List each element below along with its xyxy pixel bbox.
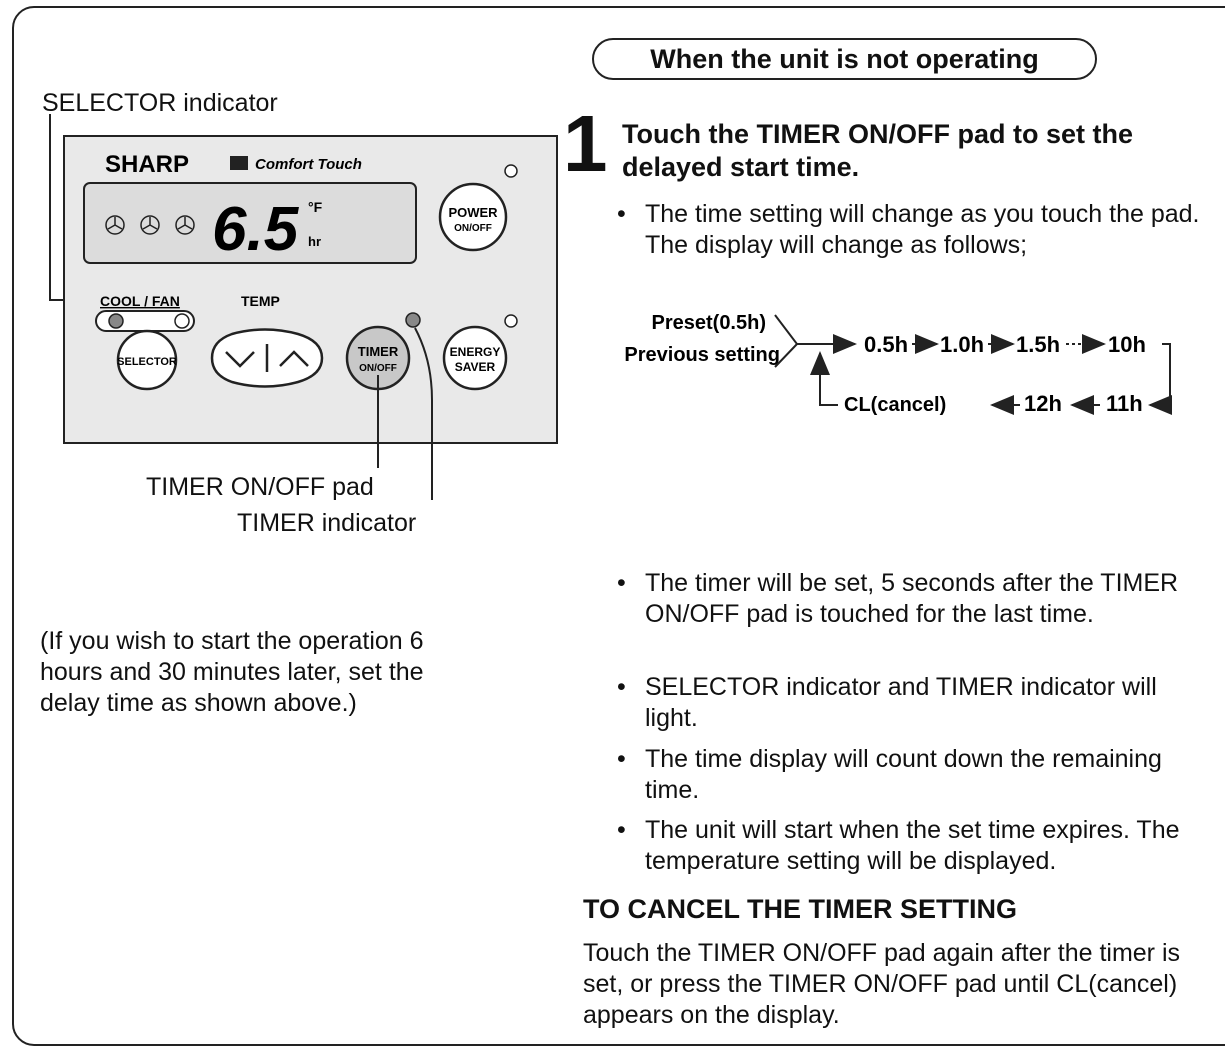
bullet-text: The timer will be set, 5 seconds after t… <box>645 569 1179 628</box>
bullet-unit-start: • The unit will start when the set time … <box>617 815 1215 877</box>
temp-down-icon <box>225 351 255 368</box>
unit-f: °F <box>308 199 323 215</box>
bullet-text: SELECTOR indicator and TIMER indicator w… <box>645 673 1157 732</box>
power-indicator <box>504 164 518 178</box>
flow-11h: 11h <box>1106 391 1143 416</box>
lcd-display <box>83 182 417 264</box>
example-note: (If you wish to start the operation 6 ho… <box>40 627 424 717</box>
timer-pad-label: TIMER ON/OFF pad <box>146 473 374 501</box>
lcd-value: 6.5 <box>212 195 300 264</box>
timer-indicator-label: TIMER indicator <box>237 509 417 537</box>
bullet-timer-set: • The timer will be set, 5 seconds after… <box>617 568 1215 630</box>
cool-fan-label: COOL / FAN <box>100 293 180 309</box>
temp-label: TEMP <box>241 293 280 309</box>
bullet-text: The time setting will change as you touc… <box>645 200 1200 259</box>
flow-10h: 10h <box>1108 332 1146 357</box>
step-number: 1 <box>563 99 608 188</box>
energy-label: ENERGY <box>450 345 501 359</box>
power-button <box>438 182 508 252</box>
flow-1-0h: 1.0h <box>940 332 984 357</box>
timer-indicator <box>405 312 421 328</box>
fan-indicator <box>174 313 190 329</box>
timer-label: TIMER <box>358 344 399 359</box>
bullet-indicators-light: • SELECTOR indicator and TIMER indicator… <box>617 672 1215 734</box>
fan-icon <box>105 215 195 235</box>
energy-indicator <box>504 314 518 328</box>
cool-indicator <box>108 313 124 329</box>
comfort-touch-text: Comfort Touch <box>255 156 362 173</box>
bullet-time-setting: • The time setting will change as you to… <box>617 199 1215 261</box>
flow-12h: 12h <box>1024 391 1062 416</box>
comfort-touch-logo-icon <box>230 156 248 170</box>
power-label: POWER <box>448 205 498 220</box>
flow-0-5h: 0.5h <box>864 332 908 357</box>
step-title: Touch the TIMER ON/OFF pad to set the de… <box>622 119 1133 182</box>
bullet-text: The time display will count down the rem… <box>645 745 1162 804</box>
flow-preset: Preset(0.5h) <box>652 312 767 334</box>
control-panel-diagram: SHARP Comfort Touch 6.5 °F hr POWER ON/O… <box>49 114 558 500</box>
power-sub: ON/OFF <box>454 223 492 234</box>
bullet-dot: • <box>617 200 626 228</box>
timer-indicator-leader-line <box>414 327 433 500</box>
brand-logo: SHARP <box>105 151 189 178</box>
selector-label: SELECTOR <box>117 356 177 368</box>
cancel-section-text: Touch the TIMER ON/OFF pad again after t… <box>583 939 1180 1029</box>
saver-label: SAVER <box>455 360 496 374</box>
temp-up-icon <box>279 350 309 367</box>
flow-previous: Previous setting <box>624 344 780 366</box>
cancel-section-title: TO CANCEL THE TIMER SETTING <box>583 894 1018 924</box>
bullet-countdown: • The time display will count down the r… <box>617 744 1215 806</box>
timer-sub: ON/OFF <box>359 363 397 374</box>
flow-1-5h: 1.5h <box>1016 332 1060 357</box>
section-header: When the unit is not operating <box>592 38 1097 80</box>
timer-flow-diagram: Preset(0.5h) Previous setting 0.5h 1.0h … <box>624 312 1172 416</box>
unit-hr: hr <box>308 234 321 249</box>
energy-saver-button <box>442 325 508 391</box>
selector-button <box>116 329 178 391</box>
bullet-text: The unit will start when the set time ex… <box>645 816 1180 875</box>
flow-cancel: CL(cancel) <box>844 394 946 416</box>
selector-indicator-label: SELECTOR indicator <box>42 89 278 117</box>
